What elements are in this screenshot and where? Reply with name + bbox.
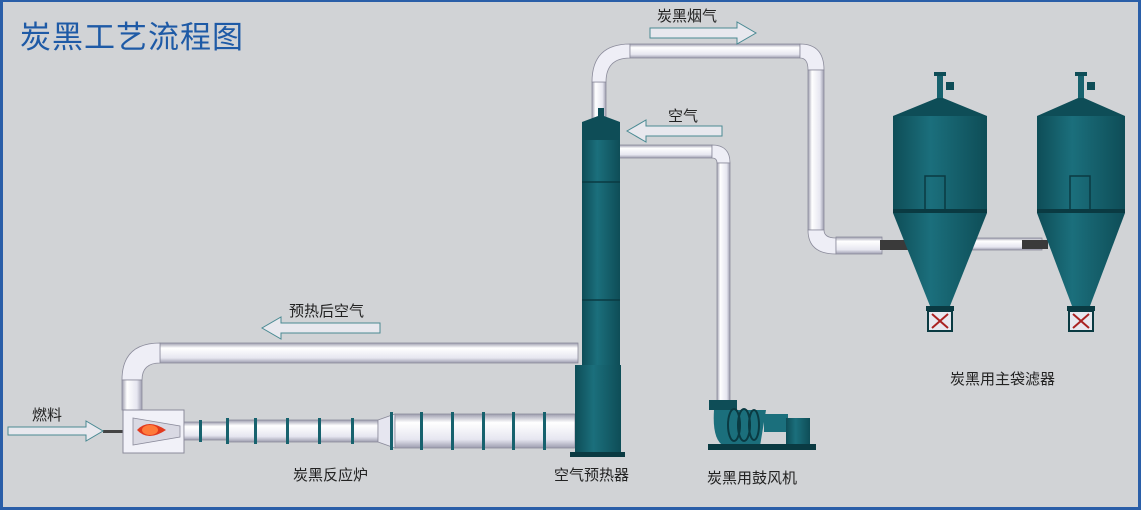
reactor-label: 炭黑反应炉 [293, 466, 369, 484]
smoke-label: 炭黑烟气 [657, 7, 718, 25]
blower-air-pipe [615, 144, 731, 404]
air-preheater [570, 108, 625, 457]
diagram-title: 炭黑工艺流程图 [20, 20, 244, 56]
bag-filter-1 [893, 72, 987, 332]
carbon-black-reactor [103, 409, 576, 454]
air-flow-arrow [626, 119, 723, 143]
smoke-pipe [591, 43, 1048, 255]
blower [708, 400, 816, 450]
bag-filter-2 [1037, 72, 1125, 332]
preheated-air-pipe [121, 342, 579, 411]
preheated-air-label: 预热后空气 [289, 302, 365, 320]
blower-label: 炭黑用鼓风机 [707, 469, 798, 487]
fuel-flow-arrow [7, 420, 104, 442]
air-preheater-label: 空气预热器 [554, 466, 630, 484]
bag-filter-label: 炭黑用主袋滤器 [950, 370, 1056, 388]
air-label: 空气 [668, 107, 699, 125]
fuel-label: 燃料 [32, 406, 63, 424]
preheated-air-flow-arrow [261, 316, 381, 340]
smoke-flow-arrow [649, 21, 757, 45]
